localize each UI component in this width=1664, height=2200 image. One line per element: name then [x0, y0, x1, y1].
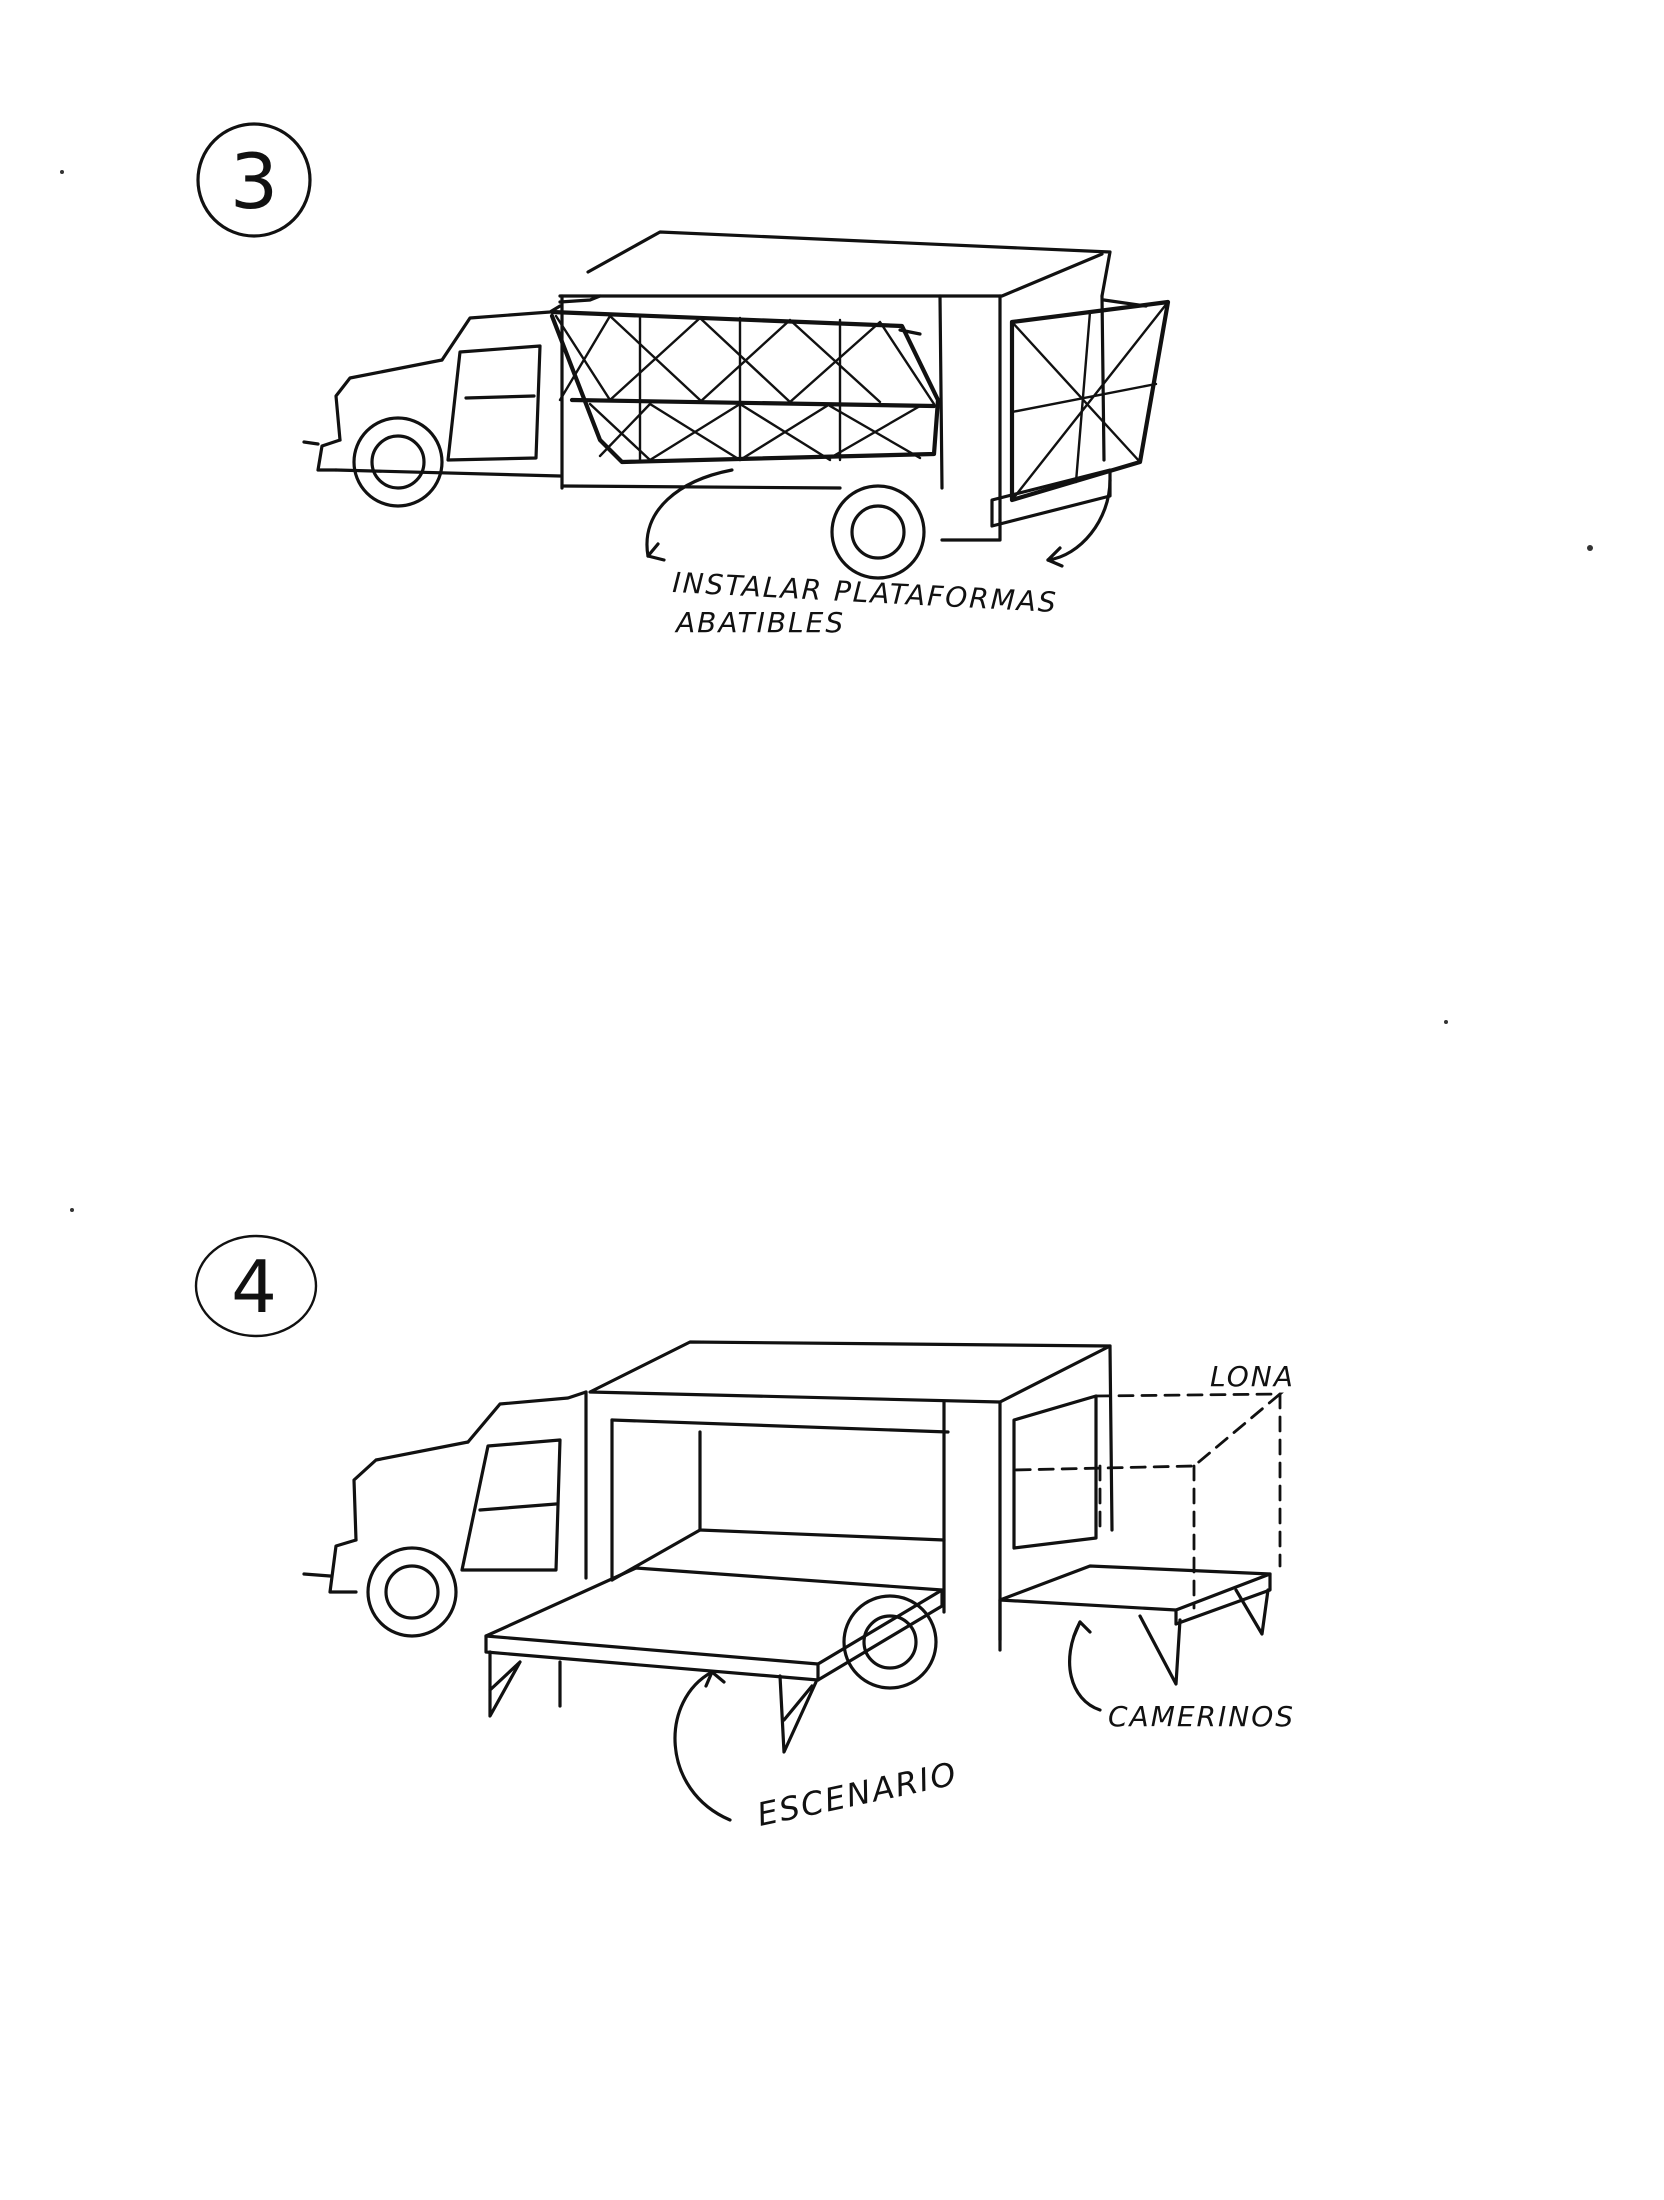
stage-deck-side — [816, 1588, 944, 1682]
box-side-edge — [938, 294, 944, 490]
scan-speck — [1587, 545, 1593, 551]
box-bottom — [560, 484, 842, 490]
step-number-circle — [194, 1234, 318, 1338]
front-wheel-hub — [384, 1564, 440, 1620]
rear-wheel-hub — [850, 504, 906, 560]
scan-speck — [1444, 1020, 1448, 1024]
scan-speck — [60, 170, 64, 174]
cab-window — [446, 344, 542, 462]
step-number-circle — [196, 122, 312, 238]
box-top — [586, 230, 1112, 298]
truck-3 — [302, 230, 1171, 580]
folding-platform-rear — [990, 298, 1171, 568]
bumper-tip — [302, 1572, 332, 1578]
rear-step — [990, 468, 1112, 528]
callout-arrow — [645, 468, 734, 558]
front-wheel-hub — [370, 434, 426, 490]
dressing-room-platform — [998, 1392, 1284, 1686]
bumper-tip — [302, 440, 320, 446]
rear-panel-bracing — [1010, 300, 1170, 502]
front-bumper — [316, 438, 342, 472]
step-4: 4 — [194, 1234, 1295, 1834]
platform-midrail — [569, 397, 937, 409]
folding-platform-side — [549, 294, 941, 465]
label-dressing-rooms: CAMERINOS — [1108, 1700, 1295, 1733]
cab-roof — [440, 304, 562, 362]
front-wheel — [352, 416, 444, 508]
hood — [352, 1440, 470, 1542]
cab-window — [460, 1438, 562, 1572]
canvas-sides-dashed — [1098, 1392, 1282, 1610]
rear-arrow — [1102, 298, 1148, 308]
dressing-room-callout-head — [1072, 1620, 1092, 1638]
platform-cross-bracing-bottom — [588, 402, 922, 462]
fold-arrows — [558, 294, 922, 336]
label-canvas: LONA — [1210, 1360, 1295, 1393]
front-wheel — [366, 1546, 458, 1638]
opening-back-wall — [698, 1430, 946, 1542]
callout-arrow-head — [646, 542, 666, 562]
platform-verticals — [638, 314, 842, 462]
front-bumper — [328, 1538, 358, 1594]
cab-window-bar — [464, 394, 536, 400]
box-rear-right — [1100, 294, 1106, 462]
rear-pointer-arrow — [1046, 478, 1112, 562]
rear-pointer-head — [1046, 546, 1064, 568]
dressing-room-legs — [1138, 1588, 1270, 1686]
cab-window-bar — [478, 1502, 558, 1512]
stage-leg-left — [488, 1650, 522, 1718]
cab-roof — [466, 1390, 588, 1444]
hood — [334, 358, 444, 442]
label-platforms-line2: ABATIBLES — [674, 606, 845, 639]
stage-callout-head — [704, 1670, 726, 1688]
box-lower-rear — [940, 518, 1002, 542]
step-3: 3 — [196, 122, 1171, 639]
rear-wheel — [842, 1594, 938, 1690]
canvas-top-dashed — [1012, 1392, 1284, 1472]
scan-speck — [70, 1208, 74, 1212]
platform-outline — [549, 309, 941, 465]
stage-deck — [484, 1566, 944, 1666]
dressing-room-back — [1012, 1394, 1098, 1550]
stage-callout-arrow — [673, 1670, 732, 1822]
rear-wheel — [830, 484, 926, 580]
label-stage: ESCENARIO — [754, 1754, 961, 1834]
rear-wheel-hub — [862, 1614, 918, 1670]
platform-cross-bracing-top — [554, 314, 936, 406]
step-number: 4 — [231, 1245, 277, 1329]
box-rear-right — [1108, 1344, 1114, 1532]
step-number: 3 — [230, 137, 278, 226]
opening-top — [610, 1418, 950, 1434]
stage-deck-edge — [484, 1634, 820, 1682]
box-top-edge — [558, 252, 1104, 298]
stage-platform — [484, 1566, 944, 1754]
stage-leg-right — [778, 1674, 818, 1754]
truck-4 — [302, 1340, 1284, 1822]
box-top — [588, 1340, 1112, 1404]
cab-bottom — [334, 468, 562, 478]
dressing-room-edge — [998, 1572, 1272, 1652]
